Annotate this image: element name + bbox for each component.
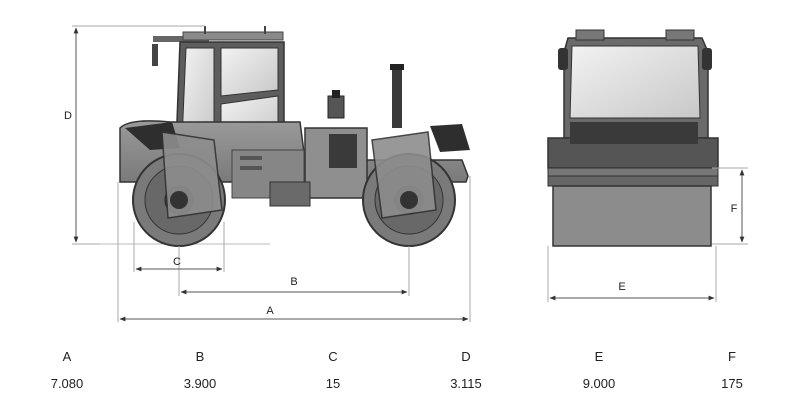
spec-value-e: 9.000 [582,376,616,391]
roller-dimension-drawing: D C B A E F [64,25,748,322]
dim-label-e: E [618,281,625,293]
dim-label-b: B [290,276,297,288]
dim-label-a: A [266,305,274,317]
spec-value-d: 3.115 [450,376,482,391]
spec-header-f: F [728,349,736,364]
spec-header-a: A [62,349,72,364]
dim-label-f: F [731,203,738,215]
spec-header-e: E [594,349,604,364]
spec-value-row: 7.080 3.900 15 3.115 9.000 175 [0,376,800,396]
chassis [119,64,470,207]
spec-header-d: D [461,349,471,364]
spec-value-a: 7.080 [50,376,84,391]
spec-value-b: 3.900 [183,376,217,391]
dim-label-c: C [173,256,181,268]
side-view [78,26,470,247]
rear-drum [362,131,456,247]
dimension-lines [72,25,748,322]
spec-header-b: B [195,349,205,364]
spec-value-c: 15 [325,376,341,391]
spec-header-c: C [328,349,338,364]
spec-value-f: 175 [721,376,743,391]
dim-label-d: D [64,110,72,122]
front-view [547,29,719,247]
spec-header-row: A B C D E F [0,349,800,369]
